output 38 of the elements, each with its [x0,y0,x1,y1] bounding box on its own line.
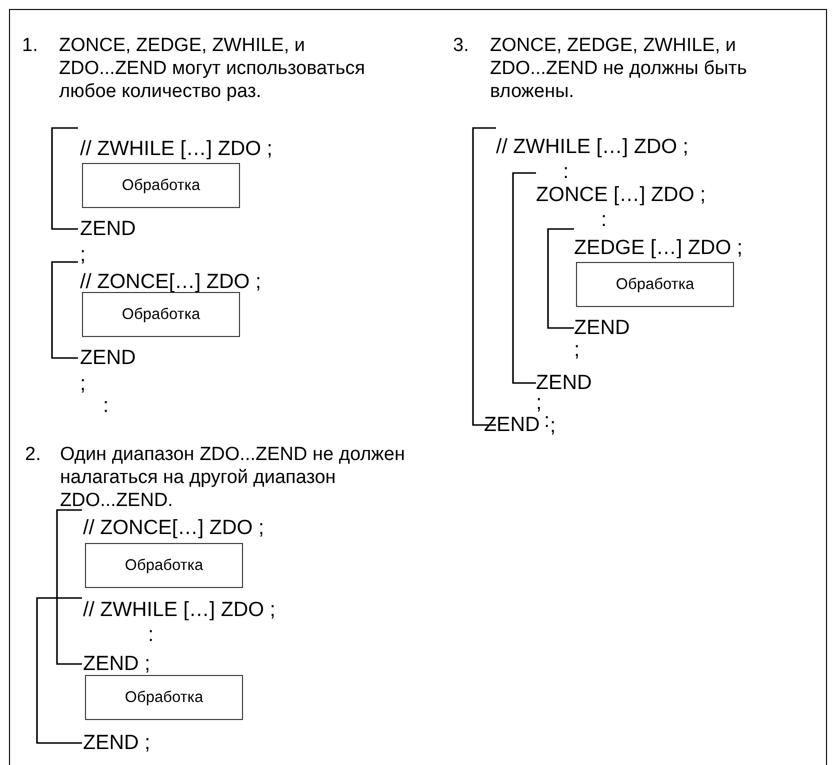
punctuation-mark: ; [80,372,86,396]
item-number: 2. [25,443,41,466]
box-label: Обработка [124,556,204,576]
punctuation-mark: : [103,394,109,418]
code-line: // ZONCE[…] ZDO ; [83,516,264,540]
process-box [82,292,240,337]
code-line: ZEND [80,346,136,370]
punctuation-mark: : [148,623,154,647]
item-number: 1. [22,34,38,57]
box-label: Обработка [122,304,200,325]
punctuation-mark: : [563,160,569,184]
code-line: // ZONCE[…] ZDO ; [80,270,262,294]
process-box [85,543,243,588]
code-line: ZEDGE […] ZDO ; [574,236,743,260]
punctuation-mark: ; [574,338,580,362]
code-line: ZEND [484,413,540,437]
code-line: ZONCE […] ZDO ; [536,183,706,207]
box-label: Обработка [122,176,200,196]
rule-text: ZONCE, ZEDGE, ZWHILE, и ZDO...ZEND не должны быть вложены. [490,34,748,103]
item-number: 3. [453,34,469,57]
code-line: ZEND ; [83,652,150,676]
box-label: Обработка [616,274,694,295]
process-box [85,675,243,720]
punctuation-mark: ; [80,243,86,267]
code-line: ZEND [80,217,136,241]
punctuation-mark: : [544,409,550,433]
code-line: // ZWHILE […] ZDO ; [496,135,688,159]
rule-text: ZONCE, ZEDGE, ZWHILE, и ZDO...ZEND могут использоваться любое количество раз. [59,34,366,103]
process-box [82,163,240,208]
punctuation-mark: ; [550,414,556,438]
process-box [576,262,734,307]
code-line: ZEND ; [83,731,150,755]
box-label: Обработка [124,688,204,708]
punctuation-mark: : [601,208,607,232]
code-line: // ZWHILE […] ZDO ; [83,598,276,622]
code-line: // ZWHILE […] ZDO ; [80,137,272,161]
code-line: ZEND [574,316,630,340]
rule-text: Один диапазон ZDO...ZEND не должен налагаться на другой диапазон ZDO...ZEND. [60,443,406,512]
